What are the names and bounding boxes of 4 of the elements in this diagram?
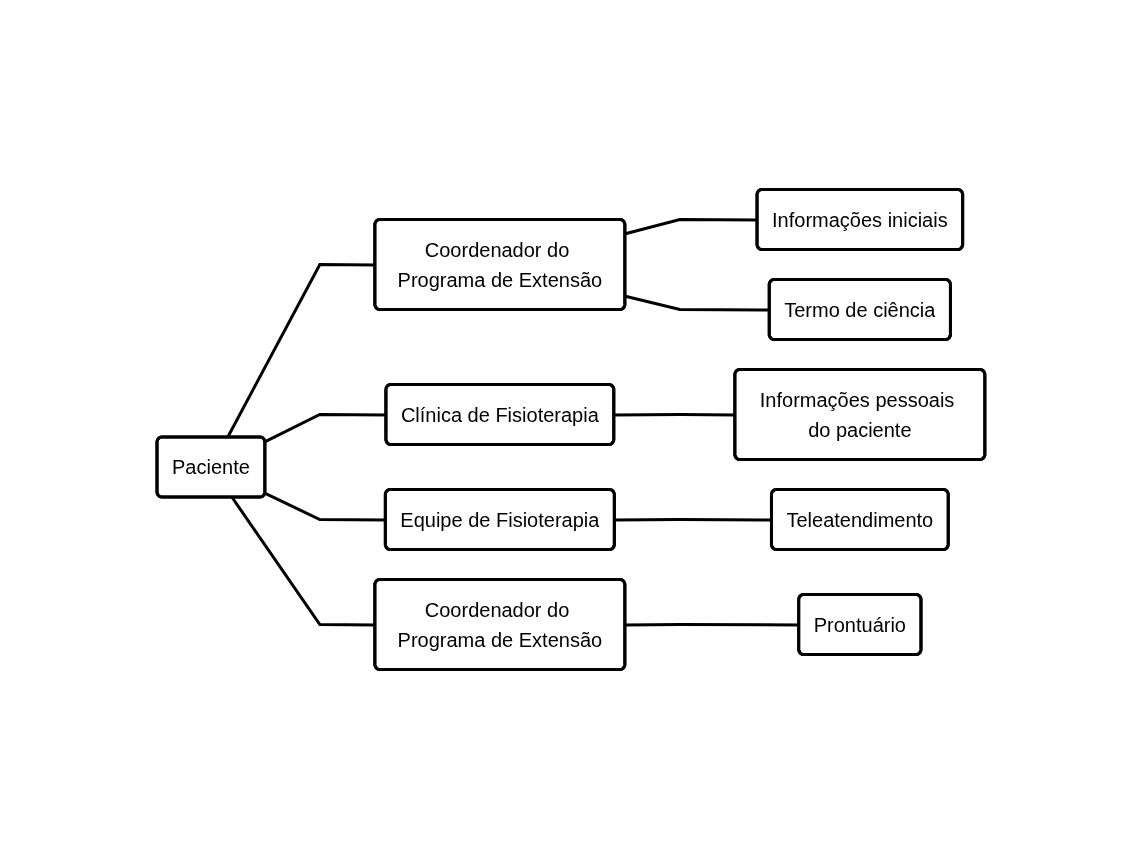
connector	[614, 518, 772, 522]
connector	[624, 623, 799, 627]
connector	[613, 413, 735, 417]
connector	[264, 413, 386, 443]
